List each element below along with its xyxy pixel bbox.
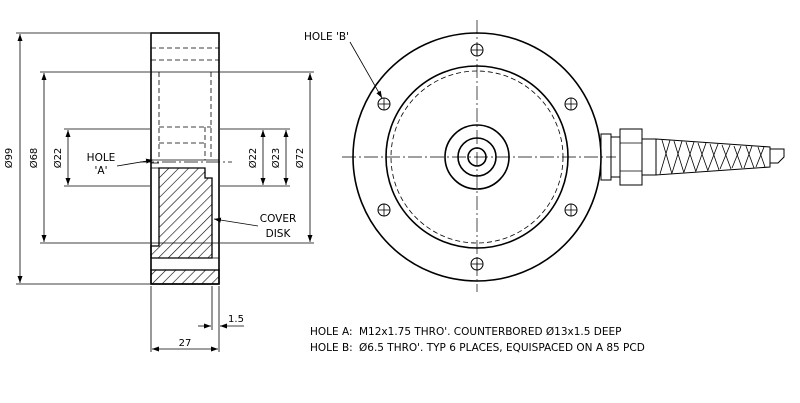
cover-label-line1: COVER [260,213,297,225]
dim-d72: Ø72 [294,148,306,169]
front-view: HOLE 'B' [304,20,785,292]
cable-spring [655,138,771,176]
hole-a-label-line1: HOLE [87,152,116,164]
dim-d68: Ø68 [28,148,40,169]
boss-outer-circle [444,124,510,190]
body-circle [385,65,569,249]
cable-gland [600,128,785,186]
note-hole-a-text: M12x1.75 THRO'. COUNTERBORED Ø13x1.5 DEE… [359,326,621,338]
hole-a-label-line2: 'A' [95,165,108,177]
notes: HOLE A: M12x1.75 THRO'. COUNTERBORED Ø13… [310,326,645,354]
dim-27: 27 [179,338,192,349]
section-hatch [150,167,213,259]
hole-a-circle [467,147,487,167]
boss-inner-circle [457,137,497,177]
note-hole-b-text: Ø6.5 THRO'. TYP 6 PLACES, EQUISPACED ON … [359,342,645,354]
cover-label-line2: DISK [266,228,292,240]
hidden-circle [390,70,564,244]
bottom-ring-hatch [150,269,220,285]
hole-b-label: HOLE 'B' [304,31,349,43]
note-hole-b-key: HOLE B: [310,342,353,354]
dim-d99: Ø99 [3,148,15,169]
dim-d23: Ø23 [270,148,282,169]
dim-1-5: 1.5 [228,314,244,325]
side-view: Ø99 Ø68 Ø22 Ø22 Ø23 Ø72 27 1.5 HOLE 'A' … [3,32,314,352]
note-hole-a-key: HOLE A: [310,326,353,338]
dim-d22-right: Ø22 [247,148,259,169]
bolt-holes [377,43,578,271]
dim-d22-left: Ø22 [52,148,64,169]
